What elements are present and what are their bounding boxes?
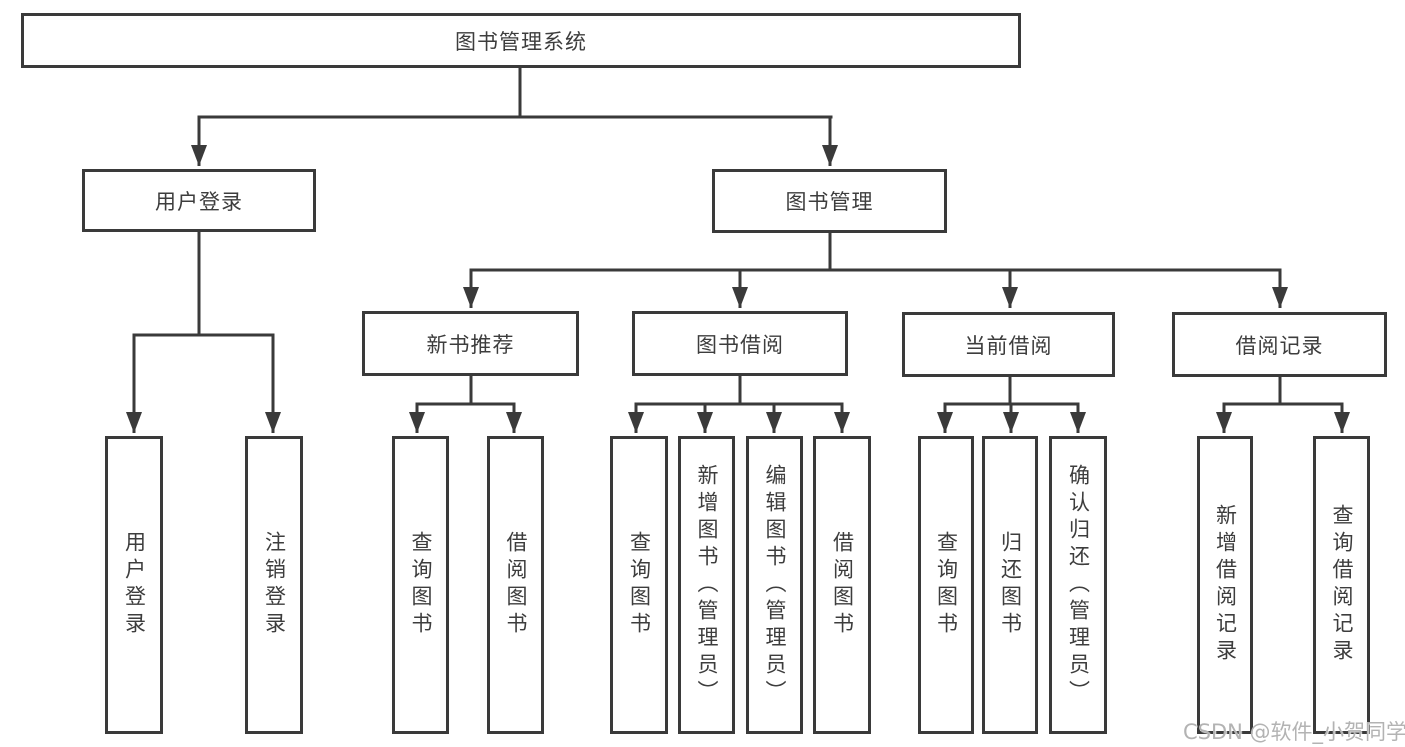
- node-query-books-2: 查询图书: [610, 436, 668, 734]
- node-label: 确认归还（管理员）: [1066, 463, 1091, 707]
- node-logout: 注销登录: [245, 436, 303, 734]
- node-query-borrow-record: 查询借阅记录: [1313, 436, 1370, 734]
- node-return-books: 归还图书: [982, 436, 1038, 734]
- node-edit-books-admin: 编辑图书（管理员）: [746, 436, 803, 734]
- node-add-books-admin: 新增图书（管理员）: [678, 436, 735, 734]
- node-label: 当前借阅: [964, 333, 1053, 358]
- node-label: 图书借阅: [696, 332, 784, 357]
- node-label: 查询借阅记录: [1330, 504, 1354, 666]
- node-label: 借阅图书: [830, 531, 855, 639]
- edge-root-to-level2: [191, 68, 838, 166]
- node-new-book-recommend: 新书推荐: [362, 311, 579, 376]
- node-label: 注销登录: [262, 531, 287, 639]
- node-book-management: 图书管理: [712, 169, 947, 233]
- edge-new-book-rec-children: [409, 376, 522, 433]
- node-borrow-books-2: 借阅图书: [813, 436, 871, 734]
- edge-user-login-children: [126, 232, 281, 433]
- node-label: 图书管理系统: [455, 29, 587, 54]
- edge-book-mgmt-children: [463, 233, 1288, 308]
- edge-borrow-record-children: [1216, 377, 1350, 433]
- node-borrow-books-1: 借阅图书: [487, 436, 544, 734]
- node-confirm-return-admin: 确认归还（管理员）: [1049, 436, 1107, 734]
- node-label: 查询图书: [934, 531, 959, 639]
- node-borrowing-records: 借阅记录: [1172, 312, 1387, 377]
- node-user-login-leaf: 用户登录: [105, 436, 163, 734]
- edge-book-borrow-children: [628, 376, 850, 433]
- node-query-books-1: 查询图书: [392, 436, 449, 734]
- node-label: 借阅图书: [504, 531, 528, 639]
- node-label: 查询图书: [627, 531, 652, 639]
- node-query-books-3: 查询图书: [918, 436, 974, 734]
- node-current-borrowing: 当前借阅: [902, 312, 1115, 377]
- node-label: 编辑图书（管理员）: [763, 463, 787, 707]
- node-label: 归还图书: [998, 531, 1023, 639]
- node-add-borrow-record: 新增借阅记录: [1197, 436, 1253, 734]
- node-library-management-system: 图书管理系统: [21, 13, 1021, 68]
- node-label: 新增借阅记录: [1213, 504, 1238, 666]
- node-label: 用户登录: [122, 531, 147, 639]
- node-label: 新增图书（管理员）: [695, 463, 719, 707]
- edge-current-borrow-children: [937, 377, 1086, 433]
- node-label: 借阅记录: [1235, 333, 1324, 358]
- node-label: 查询图书: [409, 531, 433, 639]
- node-book-borrowing: 图书借阅: [632, 311, 848, 376]
- node-user-login: 用户登录: [82, 169, 316, 232]
- node-label: 新书推荐: [426, 332, 515, 357]
- csdn-watermark: CSDN @软件_小贺同学: [1183, 720, 1405, 744]
- node-label: 图书管理: [785, 190, 874, 214]
- node-label: 用户登录: [155, 189, 243, 214]
